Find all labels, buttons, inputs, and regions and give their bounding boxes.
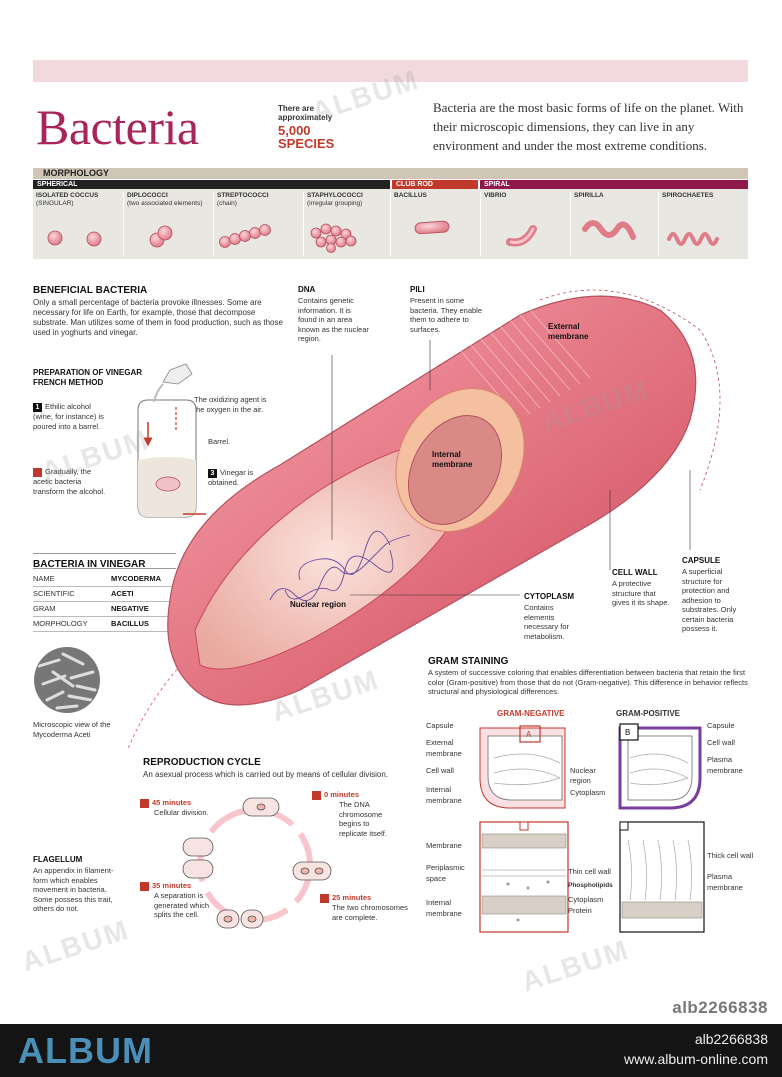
dna-text: Contains genetic information. It is foun… xyxy=(298,296,369,343)
bacterium-illustration xyxy=(126,289,721,750)
gram-positive-label: GRAM-POSITIVE xyxy=(616,709,681,718)
footer-id: alb2266838 xyxy=(694,1031,768,1047)
cytoplasm-heading: CYTOPLASM xyxy=(524,592,575,601)
flagellum-line xyxy=(126,659,186,750)
gram-mid-labels: Nuclear region Cytoplasm xyxy=(570,766,606,797)
dna-strand xyxy=(269,530,411,602)
divider xyxy=(213,192,214,256)
morph-type: BACILLUS xyxy=(394,192,427,199)
streptococci-shape xyxy=(219,236,231,248)
gram-text: A system of successive coloring that ena… xyxy=(428,668,748,696)
reproduction-subtitle: An asexual process which is carried out … xyxy=(143,770,389,779)
spiral-shapes xyxy=(506,220,719,247)
morphology-shapes xyxy=(47,220,719,253)
beneficial-text: Only a small percentage of bacteria prov… xyxy=(33,298,283,337)
divider xyxy=(123,192,124,256)
capsule-text: A superficial structure for protection a… xyxy=(682,567,737,633)
beneficial-heading: BENEFICIAL BACTERIA xyxy=(33,285,148,296)
flagellum-text: An appendix in filament-form which enabl… xyxy=(33,866,114,913)
divider xyxy=(570,192,571,256)
intro-text: Bacteria are the most basic forms of lif… xyxy=(433,100,744,153)
footer-url-link[interactable]: www.album-online.com xyxy=(624,1051,768,1067)
cytoplasm-text: Contains elements necessary for metaboli… xyxy=(524,603,570,641)
divider xyxy=(480,192,481,256)
gram-cells-diagram: A B xyxy=(479,723,702,810)
internal-membrane-label: Internal membrane xyxy=(432,450,473,469)
group-club-rod: CLUB ROD xyxy=(392,180,478,189)
gram-negative-label: GRAM-NEGATIVE xyxy=(497,709,565,718)
album-logo[interactable]: ALBUM xyxy=(18,1030,153,1071)
nuclear-region-label: Nuclear region xyxy=(290,600,347,609)
box-a-label: A xyxy=(526,730,532,739)
coccus-shape xyxy=(47,230,63,246)
vinegar-table-heading: BACTERIA IN VINEGAR xyxy=(33,553,176,570)
reproduction-heading: REPRODUCTION CYCLE xyxy=(143,757,261,768)
cell-wall-text: A protective structure that gives it its… xyxy=(612,579,670,607)
detail-right-labels: Thick cell wall Plasma membrane xyxy=(707,851,754,892)
external-membrane-label: External membrane xyxy=(548,322,589,341)
bacillus-shape xyxy=(414,220,450,235)
gram-left-labels: Capsule External membrane Cell wall Inte… xyxy=(426,721,462,805)
oxidizing-note: The oxidizing agent is the oxygen in the… xyxy=(194,395,267,414)
staphylococci-shape xyxy=(310,227,322,239)
flagellum-heading: FLAGELLUM xyxy=(33,855,83,864)
group-spiral: SPIRAL xyxy=(480,180,748,189)
micro-caption: Microscopic view of the Mycoderma Aceti xyxy=(33,720,111,739)
morphology-heading: MORPHOLOGY xyxy=(33,168,748,179)
cell-wall-heading: CELL WALL xyxy=(612,568,658,577)
morph-type: STREPTOCOCCI(chain) xyxy=(217,192,269,207)
barrel-label: Barrel. xyxy=(208,437,231,446)
gram-right-labels: Capsule Cell wall Plasma membrane xyxy=(707,721,743,775)
capsule-heading: CAPSULE xyxy=(682,556,721,565)
divider xyxy=(658,192,659,256)
group-spherical: SPHERICAL xyxy=(33,180,390,189)
pili-text: Present in some bacteria. They enable th… xyxy=(410,296,482,334)
morph-type: DIPLOCOCCI(two associated elements) xyxy=(127,192,203,207)
divider xyxy=(303,192,304,256)
footer-bar xyxy=(0,1024,782,1077)
morph-type: ISOLATED COCCUS(SINGULAR) xyxy=(36,192,99,207)
morph-type: SPIROCHAETES xyxy=(662,192,714,199)
watermark: ALBUM xyxy=(517,933,634,998)
pili-heading: PILI xyxy=(410,285,425,294)
header-band xyxy=(33,60,748,82)
gram-detail-diagram xyxy=(479,821,705,933)
morph-type: STAPHYLOCOCCI(irregular grouping) xyxy=(307,192,363,207)
detail-left-labels: Membrane Periplasmic space Internal memb… xyxy=(426,841,465,918)
species-caption: There are approximately xyxy=(278,104,333,122)
watermark: ALBUM xyxy=(17,913,134,978)
gram-heading: GRAM STAINING xyxy=(428,656,509,667)
vinegar-prep-heading: PREPARATION OF VINEGAR FRENCH METHOD xyxy=(33,368,143,387)
barrel-diagram xyxy=(137,363,206,518)
morph-type: VIBRIO xyxy=(484,192,507,199)
page-title: Bacteria xyxy=(36,99,199,155)
microscopic-view-image xyxy=(34,647,100,713)
reproduction-cycle-diagram xyxy=(182,797,332,929)
detail-mid-labels: Thin cell wall Phospholipids Cytoplasm P… xyxy=(568,867,613,915)
dna-heading: DNA xyxy=(298,285,316,294)
image-id: alb2266838 xyxy=(672,998,768,1017)
species-count: 5,000 SPECIES xyxy=(278,123,335,151)
morph-type: SPIRILLA xyxy=(574,192,604,199)
box-b-label: B xyxy=(625,728,630,737)
divider xyxy=(390,192,391,256)
